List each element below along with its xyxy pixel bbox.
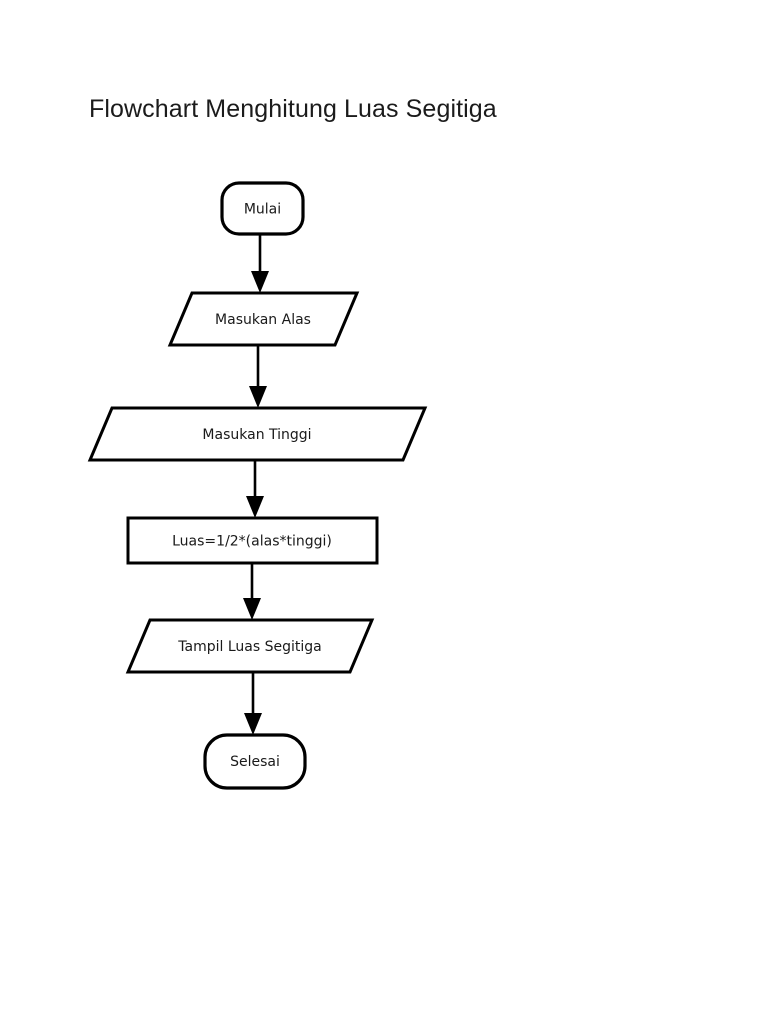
connector-process-to-output <box>243 563 261 620</box>
node-masukan-alas-shape <box>167 291 360 347</box>
connector-output-to-selesai <box>244 672 262 735</box>
node-mulai[interactable]: Mulai <box>220 181 305 236</box>
node-masukan-alas[interactable]: Masukan Alas <box>167 291 360 347</box>
node-mulai-shape <box>220 181 305 236</box>
connector-masukan-alas-to-masukan-tinggi <box>249 345 267 408</box>
node-tampil-luas-segitiga-label: Tampil Luas Segitiga <box>177 639 321 655</box>
node-masukan-alas-label: Masukan Alas <box>215 312 311 328</box>
node-process-luas[interactable]: Luas=1/2*(alas*tinggi) <box>126 516 379 565</box>
node-masukan-tinggi-shape <box>87 406 428 462</box>
node-masukan-tinggi[interactable]: Masukan Tinggi <box>87 406 428 462</box>
node-mulai-label: Mulai <box>244 202 281 218</box>
page-title: Flowchart Menghitung Luas Segitiga <box>89 95 497 123</box>
connector-start-to-masukan-alas <box>251 233 269 293</box>
node-tampil-luas-segitiga[interactable]: Tampil Luas Segitiga <box>125 618 375 674</box>
node-process-luas-shape <box>126 516 379 565</box>
node-masukan-tinggi-label: Masukan Tinggi <box>202 427 311 443</box>
node-selesai-shape <box>203 733 307 790</box>
connector-masukan-tinggi-to-process <box>246 460 264 518</box>
node-process-luas-label: Luas=1/2*(alas*tinggi) <box>172 534 332 550</box>
node-selesai-label: Selesai <box>230 754 280 770</box>
node-selesai[interactable]: Selesai <box>203 733 307 790</box>
node-tampil-luas-segitiga-shape <box>125 618 375 674</box>
